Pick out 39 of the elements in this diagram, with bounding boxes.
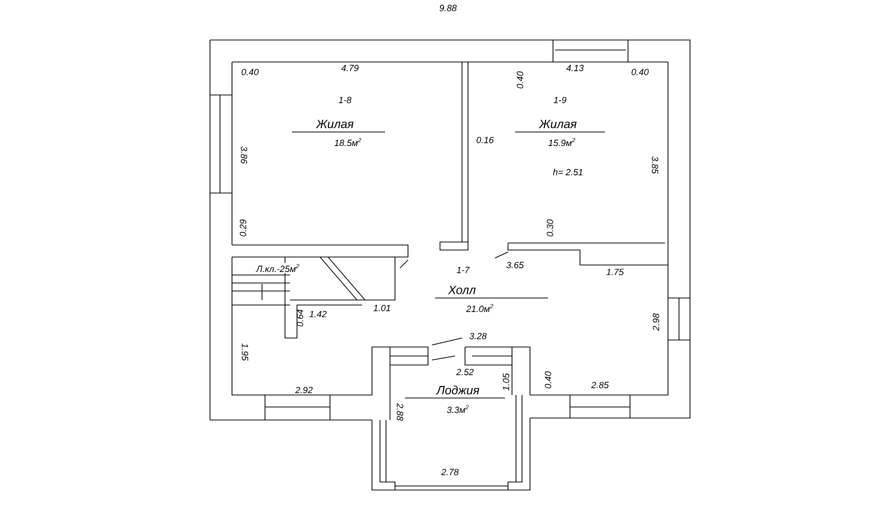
- room-name: Холл: [448, 286, 476, 294]
- room-area: 18.5м$^{2}$: [334, 138, 362, 146]
- dimension-label: 9.88: [440, 4, 457, 12]
- dimension-label: 4.13: [566, 64, 584, 72]
- room-number: 1-7: [456, 266, 470, 274]
- dimension-label: 1.05: [502, 373, 510, 391]
- dimension-label: 3.65: [506, 262, 524, 268]
- room-name: Жилая: [316, 120, 354, 128]
- dimension-label: 1.75: [606, 268, 624, 276]
- room-number: 1-9: [554, 96, 566, 104]
- dimension-label: 0.40: [242, 68, 259, 76]
- dimension-label: 0.30: [546, 219, 554, 236]
- room-area: 21.0м$^{2}$: [466, 304, 494, 312]
- dimension-label: 0.40: [632, 68, 649, 76]
- room-name: Жилая: [538, 120, 577, 128]
- stair-area-label: Л.кл.-25м$^{2}$: [255, 262, 301, 274]
- room-name: Лоджия: [436, 386, 480, 394]
- dimension-label: 2.88: [396, 403, 404, 421]
- room-area: 3.3м$^{2}$: [446, 404, 469, 414]
- dimension-label: 0.16: [476, 136, 494, 144]
- dimension-label: 2.85: [591, 382, 609, 388]
- dimension-label: 4.79: [341, 64, 359, 72]
- height-label: h= 2.51: [553, 168, 582, 176]
- dimension-label: 0.40: [516, 71, 524, 88]
- dimension-label: 0.29: [240, 219, 246, 236]
- dimension-label: 2.98: [652, 313, 660, 331]
- dimension-label: 1.42: [309, 310, 327, 318]
- dimension-label: 1.01: [373, 304, 390, 312]
- dimension-label: 3.28: [469, 332, 487, 340]
- dimension-label: 3.86: [240, 146, 248, 164]
- dimension-label: 2.52: [456, 368, 474, 376]
- dimension-label: 2.92: [295, 386, 313, 394]
- dimension-label: 1.95: [242, 343, 248, 361]
- room-number: 1-8: [338, 96, 352, 104]
- dimension-label: 0.40: [544, 371, 552, 388]
- dimension-label: 2.78: [441, 468, 459, 476]
- dimension-label: 0.64: [296, 310, 304, 326]
- dimension-label: 3.85: [652, 156, 658, 174]
- room-area: 15.9м$^{2}$: [548, 138, 576, 146]
